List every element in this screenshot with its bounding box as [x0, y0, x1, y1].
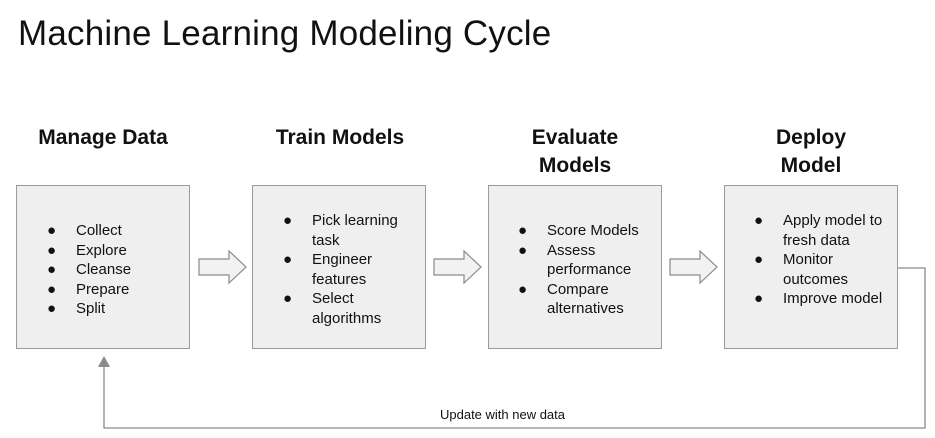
bullet-icon: ●: [283, 251, 293, 268]
list-item: ●Assess performance: [518, 241, 632, 279]
list-item: ●Apply model to fresh data: [754, 212, 883, 249]
list-item: ●Cleanse: [47, 261, 132, 278]
diagram-title: Machine Learning Modeling Cycle: [18, 14, 552, 53]
list-item: ●Score Models: [518, 222, 639, 239]
list-item: ●Prepare: [47, 280, 130, 298]
arrow-manage-to-train: [198, 249, 247, 285]
bullet-icon: ●: [283, 212, 293, 229]
list-item: ●Pick learning task: [283, 212, 398, 249]
list-item: ●Engineer features: [283, 251, 373, 288]
bullet-icon: ●: [518, 280, 528, 298]
stage-title-manage-data: Manage Data: [38, 126, 168, 149]
list-item: ●Select algorithms: [283, 290, 382, 327]
feedback-loop-line: [103, 267, 926, 429]
bullet-icon: ●: [754, 212, 764, 229]
bullet-icon: ●: [47, 300, 57, 317]
bullet-icon: ●: [283, 290, 293, 307]
stage-title-evaluate-models: Evaluate Models: [531, 126, 619, 177]
bullet-icon: ●: [754, 290, 764, 307]
bullet-icon: ●: [47, 261, 57, 278]
feedback-loop-label: Update with new data: [439, 407, 566, 422]
bullet-icon: ●: [754, 251, 764, 268]
list-item: ●Explore: [47, 241, 127, 259]
arrow-evaluate-to-deploy: [669, 249, 718, 285]
stage-box-deploy-model: ●Apply model to fresh data ●Monitor outc…: [724, 185, 898, 349]
bullet-icon: ●: [47, 280, 57, 298]
stage-box-manage-data: ●Collect ●Explore ●Cleanse ●Prepare ●Spl…: [16, 185, 190, 349]
bullet-icon: ●: [518, 222, 528, 239]
stage-title-train-models: Train Models: [275, 126, 405, 149]
list-item: ●Improve model: [754, 290, 883, 307]
arrow-train-to-evaluate: [433, 249, 482, 285]
list-item: ●Collect: [47, 222, 122, 239]
feedback-loop-arrowhead-icon: [98, 356, 110, 367]
bullet-icon: ●: [47, 241, 57, 259]
bullet-icon: ●: [47, 222, 57, 239]
stage-box-train-models: ●Pick learning task ●Engineer features ●…: [252, 185, 426, 349]
stage-box-evaluate-models: ●Score Models ●Assess performance ●Compa…: [488, 185, 662, 349]
stage-title-deploy-model: Deploy Model: [775, 126, 846, 177]
list-item: ●Compare alternatives: [518, 280, 624, 318]
list-item: ●Monitor outcomes: [754, 251, 849, 288]
list-item: ●Split: [47, 300, 106, 317]
bullet-icon: ●: [518, 241, 528, 259]
